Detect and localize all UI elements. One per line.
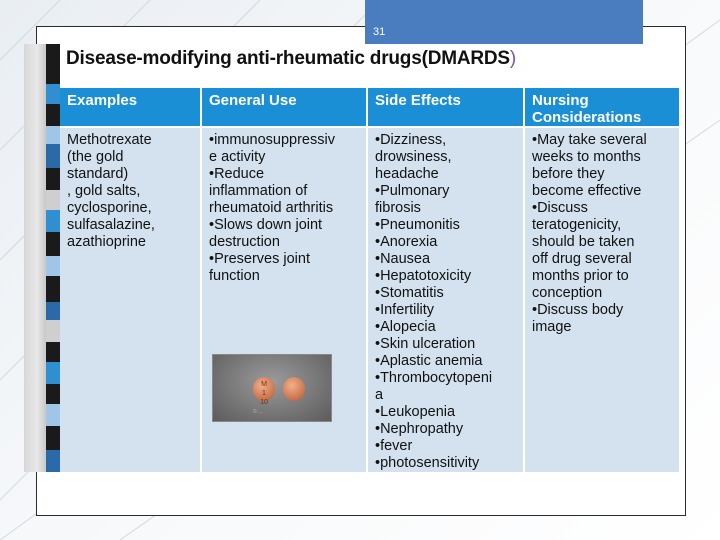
cell-line: cyclosporine,	[67, 200, 152, 216]
cell-line: •Discuss body	[532, 302, 624, 318]
cell-line: teratogenicity,	[532, 217, 622, 233]
dmards-table-image: Disease-modifying anti-rheumatic drugs(D…	[60, 44, 679, 472]
cell-line: •Hepatotoxicity	[375, 268, 472, 284]
cell-line: •fever	[375, 438, 413, 454]
cell-line: •Reduce	[209, 166, 265, 182]
cell-line: •Stomatitis	[375, 285, 444, 301]
cell-line: •Infertility	[375, 302, 435, 318]
cell-line: , gold salts,	[67, 183, 141, 199]
cell-line: headache	[375, 166, 439, 182]
cell-line: a	[375, 387, 384, 403]
slide-number: 31	[373, 26, 386, 38]
pill-right	[283, 377, 305, 401]
cell-line: function	[209, 268, 260, 284]
pill-photo: M 1 10 © ...	[212, 354, 332, 422]
cell-line: •Anorexia	[375, 234, 438, 250]
cell-line: image	[532, 319, 572, 335]
cell-line: •Pulmonary	[375, 183, 450, 199]
cell-line: standard)	[67, 166, 129, 182]
cell-line: •Nausea	[375, 251, 431, 267]
cell-line: •May take several	[532, 132, 647, 148]
cell-line: •immunosuppressiv	[209, 132, 335, 148]
cell-line: e activity	[209, 149, 266, 165]
header-examples: Examples	[60, 88, 200, 126]
cell-line: •Pneumonitis	[375, 217, 460, 233]
cell-line: •Nephropathy	[375, 421, 464, 437]
cell-line: conception	[532, 285, 603, 301]
cell-line: inflammation of	[209, 183, 308, 199]
cell-line: Methotrexate	[67, 132, 152, 148]
column-side-effects: •Dizziness,drowsiness,headache•Pulmonary…	[368, 128, 523, 472]
cell-line: should be taken	[532, 234, 635, 250]
cell-line: destruction	[209, 234, 280, 250]
cell-line: •Discuss	[532, 200, 588, 216]
header-side-effects: Side Effects	[368, 88, 523, 126]
cell-line: become effective	[532, 183, 642, 199]
cell-line: •Preserves joint	[209, 251, 310, 267]
cell-line: •Alopecia	[375, 319, 436, 335]
cell-line: drowsiness,	[375, 149, 452, 165]
decorative-strip	[24, 44, 60, 472]
cell-line: (the gold	[67, 149, 124, 165]
photo-watermark: © ...	[253, 409, 263, 415]
header-general-use: General Use	[202, 88, 366, 126]
header-nursing-considerations: Nursing Considerations	[525, 88, 679, 126]
cell-line: •Slows down joint	[209, 217, 323, 233]
cell-line: rheumatoid arthritis	[209, 200, 334, 216]
slide-number-box	[365, 0, 643, 44]
cell-line: •photosensitivity	[375, 455, 480, 471]
cell-line: sulfasalazine,	[67, 217, 155, 233]
cell-line: •Dizziness,	[375, 132, 447, 148]
cell-line: off drug several	[532, 251, 632, 267]
pill-left: M 1 10	[253, 377, 275, 406]
cell-line: •Skin ulceration	[375, 336, 476, 352]
cell-line: months prior to	[532, 268, 629, 284]
cell-line: •Thrombocytopeni	[375, 370, 493, 386]
table-title: Disease-modifying anti-rheumatic drugs(D…	[66, 48, 517, 69]
cell-line: •Leukopenia	[375, 404, 456, 420]
cell-line: azathioprine	[67, 234, 146, 250]
cell-line: fibrosis	[375, 200, 421, 216]
cell-line: •Aplastic anemia	[375, 353, 483, 369]
cell-line: before they	[532, 166, 605, 182]
cell-line: weeks to months	[532, 149, 641, 165]
